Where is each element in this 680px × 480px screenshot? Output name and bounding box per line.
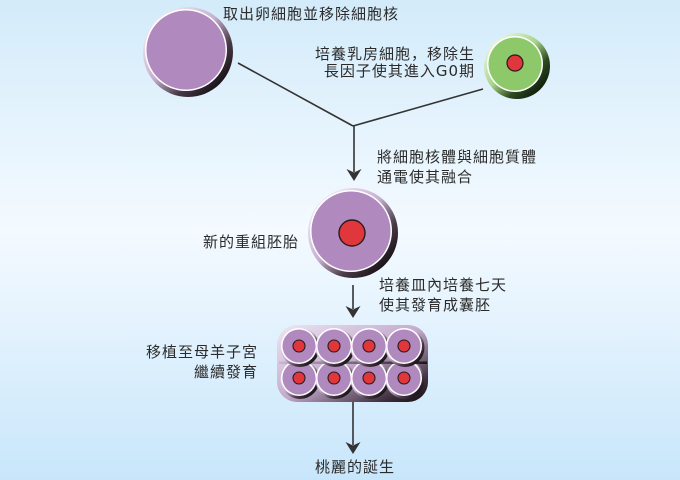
connector-mammary-to-junction bbox=[352, 88, 484, 127]
embryo-nucleus bbox=[338, 219, 366, 247]
mammary-cell-nucleus bbox=[506, 54, 524, 72]
egg-cell-cytoplasm bbox=[146, 10, 226, 90]
blastocyst-cell bbox=[385, 328, 425, 367]
birth-label: 桃麗的誕生 bbox=[293, 457, 417, 477]
blastocyst-cell bbox=[350, 360, 390, 399]
arrow-down-icon bbox=[345, 306, 361, 318]
fusion-label-line: 將細胞核體與細胞質體 bbox=[377, 148, 538, 166]
fusion-label: 將細胞核體與細胞質體 通電使其融合 bbox=[377, 147, 537, 187]
arrow-down-icon bbox=[345, 442, 361, 454]
reconstructed-embryo bbox=[308, 188, 398, 278]
implant-label: 移植至母羊子宮 繼續發育 bbox=[146, 342, 258, 382]
mammary-cell bbox=[484, 33, 550, 99]
mammary-cell-label-line: 培養乳房細胞，移除生 bbox=[314, 45, 475, 63]
blastocyst-cell-nucleus bbox=[397, 371, 411, 385]
implant-label-line: 繼續發育 bbox=[193, 363, 258, 381]
implant-label-line: 移植至母羊子宮 bbox=[145, 343, 258, 361]
culture-label-line: 培養皿內培養七天 bbox=[379, 276, 508, 294]
birth-label-line: 桃麗的誕生 bbox=[314, 458, 395, 476]
connector-egg-to-junction bbox=[237, 62, 354, 127]
culture-label-line: 使其發育成囊胚 bbox=[379, 296, 492, 314]
blastocyst-cell-nucleus bbox=[397, 339, 411, 353]
blastocyst-cell bbox=[280, 328, 320, 367]
mammary-cell-label-line: 長因子使其進入G0期 bbox=[323, 62, 475, 80]
blastocyst-cell bbox=[280, 360, 320, 399]
blastocyst-cell-nucleus bbox=[327, 339, 341, 353]
embryo-label-line: 新的重組胚胎 bbox=[203, 233, 300, 251]
mammary-cell-label: 培養乳房細胞，移除生 長因子使其進入G0期 bbox=[315, 46, 475, 80]
blastocyst-cell bbox=[350, 328, 390, 367]
blastocyst-cell-nucleus bbox=[292, 371, 306, 385]
blastocyst-cell-nucleus bbox=[292, 339, 306, 353]
blastocyst-cell-nucleus bbox=[327, 371, 341, 385]
blastocyst-cell bbox=[315, 360, 355, 399]
culture-label: 培養皿內培養七天 使其發育成囊胚 bbox=[379, 275, 507, 315]
egg-cell-label: 取出卵細胞並移除細胞核 bbox=[223, 4, 399, 24]
egg-cell-label-line: 取出卵細胞並移除細胞核 bbox=[223, 5, 400, 23]
blastocyst-row-divider bbox=[279, 361, 427, 364]
embryo-label: 新的重組胚胎 bbox=[203, 232, 299, 252]
blastocyst-cell-nucleus bbox=[362, 371, 376, 385]
egg-cell bbox=[143, 7, 233, 97]
blastocyst-cell-nucleus bbox=[362, 339, 376, 353]
arrow-down-icon bbox=[346, 169, 362, 181]
fusion-label-line: 通電使其融合 bbox=[377, 168, 474, 186]
blastocyst-cell bbox=[385, 360, 425, 399]
blastocyst bbox=[277, 325, 428, 402]
blastocyst-cell bbox=[315, 328, 355, 367]
